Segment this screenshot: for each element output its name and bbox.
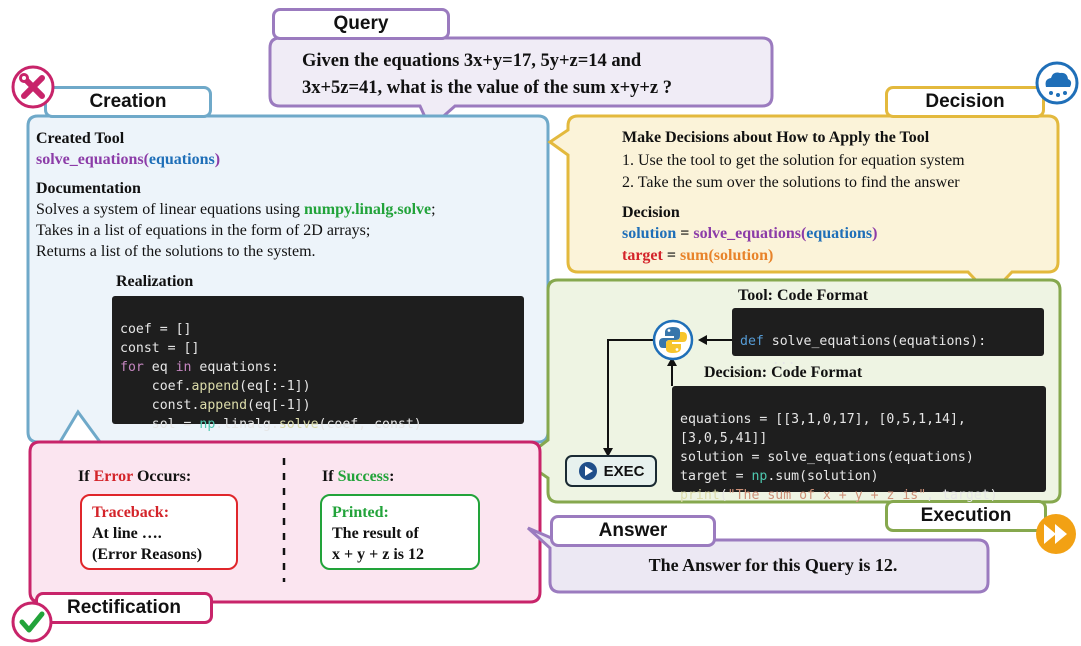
execution-tab: Execution	[885, 500, 1047, 532]
exec-button[interactable]: EXEC	[565, 455, 657, 487]
realization-code-block: coef = []const = []for eq in equations: …	[112, 296, 524, 432]
arrowhead-decision-to-python	[667, 357, 677, 366]
query-line-1: Given the equations 3x+y=17, 5y+z=14 and	[302, 51, 642, 71]
arrowhead-tool-to-python	[698, 335, 707, 345]
traceback-title: Traceback:	[92, 504, 170, 521]
creation-tab: Creation	[44, 86, 212, 118]
traceback-box: Traceback: At line …. (Error Reasons)	[80, 494, 238, 570]
decision-target-line: target = sum(solution)	[622, 247, 774, 264]
arrow-python-to-exec	[607, 339, 654, 450]
creation-content: Created Tool solve_equations(equations) …	[36, 128, 436, 262]
created-tool-signature: solve_equations(equations)	[36, 151, 221, 168]
doc-line-3: Returns a list of the solutions to the s…	[36, 243, 316, 260]
doc-line-2: Takes in a list of equations in the form…	[36, 222, 371, 239]
decision-steps: 1. Use the tool to get the solution for …	[622, 150, 965, 194]
printed-line-1: The result of	[332, 525, 419, 542]
decision-tab: Decision	[885, 86, 1045, 118]
created-tool-heading: Created Tool	[36, 130, 125, 147]
numpy-solve-ref: numpy.linalg.solve	[303, 201, 432, 218]
answer-text: The Answer for this Query is 12.	[648, 555, 898, 575]
decision-heading: Make Decisions about How to Apply the To…	[622, 129, 930, 146]
decision-subheading: Decision	[622, 204, 680, 221]
decision-solution-line: solution = solve_equations(equations)	[622, 225, 878, 242]
exec-label: EXEC	[603, 462, 645, 480]
decision-step-2: 2. Take the sum over the solutions to fi…	[622, 174, 960, 191]
doc-line-1: Solves a system of linear equations usin…	[36, 201, 436, 218]
printed-box: Printed: The result of x + y + z is 12	[320, 494, 480, 570]
realization-heading: Realization	[116, 273, 194, 290]
documentation-heading: Documentation	[36, 180, 141, 197]
query-tab: Query	[272, 8, 450, 40]
error-heading: If Error Occurs:	[78, 468, 192, 485]
printed-title: Printed:	[332, 504, 389, 521]
tools-icon	[11, 65, 55, 109]
arrowhead-python-to-exec	[603, 448, 613, 457]
play-icon	[578, 462, 597, 480]
traceback-line-2: (Error Reasons)	[92, 546, 203, 563]
decision-bubble	[547, 114, 1060, 298]
python-icon	[652, 319, 694, 361]
query-text: Given the equations 3x+y=17, 5y+z=14 and…	[302, 48, 672, 102]
rectification-tab: Rectification	[35, 592, 213, 624]
printed-line-2: x + y + z is 12	[332, 546, 425, 563]
decision-code-heading: Decision: Code Format	[704, 364, 863, 381]
query-line-2: 3x+5z=41, what is the value of the sum x…	[302, 78, 673, 98]
tool-code-block: def solve_equations(equations): ...	[732, 308, 1044, 368]
success-heading: If Success:	[322, 468, 395, 485]
decision-code-block: equations = [[3,1,0,17], [0,5,1,14],[3,0…	[672, 386, 1046, 503]
thinking-cloud-icon	[1035, 61, 1079, 105]
checkmark-icon	[11, 601, 53, 643]
tool-code-heading: Tool: Code Format	[738, 287, 869, 304]
decision-step-1: 1. Use the tool to get the solution for …	[622, 152, 965, 169]
traceback-line-1: At line ….	[92, 525, 162, 542]
answer-tab: Answer	[550, 515, 716, 547]
fast-forward-icon	[1036, 514, 1076, 554]
tool-param: equations	[148, 151, 215, 168]
tool-name: solve_equations	[36, 151, 144, 168]
